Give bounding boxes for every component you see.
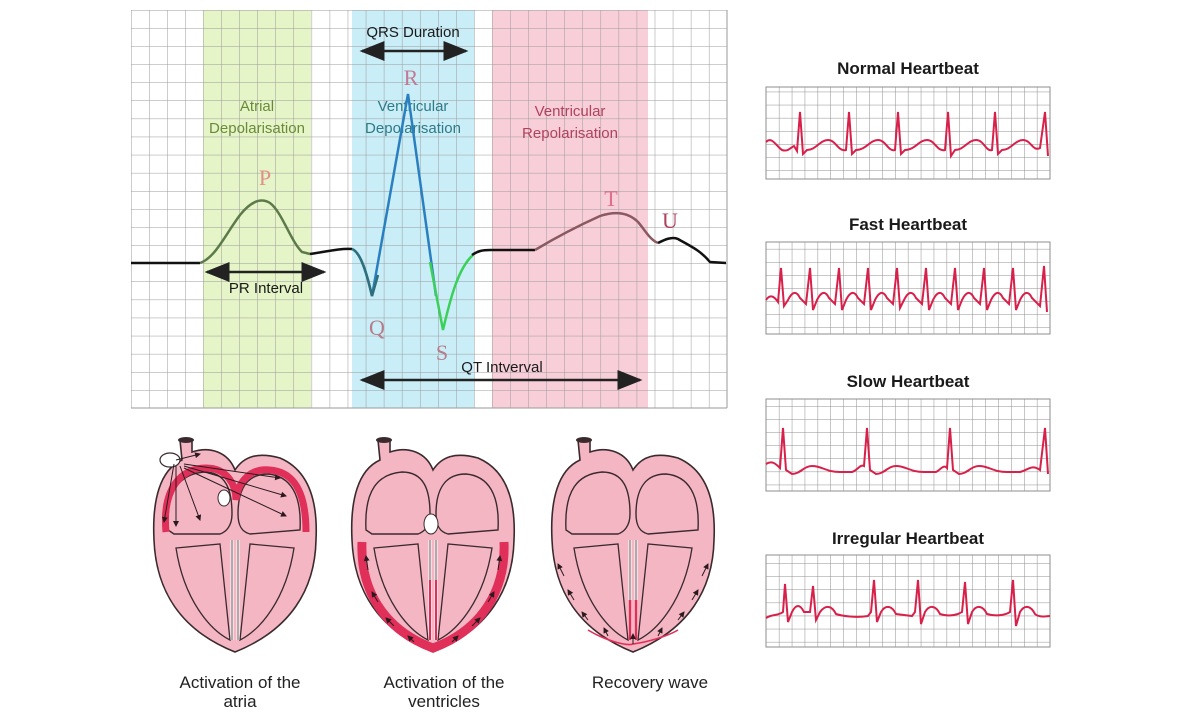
ventricular-depol-label-line1: Ventricular bbox=[378, 98, 449, 115]
strip-title-fast: Fast Heartbeat bbox=[848, 215, 968, 234]
strip-irregular-heartbeat bbox=[765, 554, 1051, 648]
caption-ventricles-line1: Activation of the bbox=[383, 673, 505, 692]
pr-segment-trace bbox=[309, 247, 353, 256]
r-wave-label: R bbox=[404, 65, 419, 90]
slow-heartbeat-trace bbox=[765, 427, 1049, 476]
strip-title-normal: Normal Heartbeat bbox=[837, 59, 979, 78]
u-wave-label: U bbox=[662, 208, 678, 233]
ecg-grid bbox=[131, 10, 727, 408]
s-wave-label: S bbox=[436, 340, 448, 365]
pr-interval-label: PR Interval bbox=[229, 280, 303, 297]
t-wave-trace bbox=[534, 211, 659, 252]
irregular-heartbeat-trace bbox=[765, 579, 1051, 627]
qt-interval-label: QT Intverval bbox=[461, 359, 542, 376]
strip-title-slow: Slow Heartbeat bbox=[846, 372, 970, 391]
caption-ventricles-activation: Activation of the ventricles bbox=[354, 673, 534, 711]
caption-recovery-line1: Recovery wave bbox=[591, 673, 709, 692]
heart-atria-activation bbox=[152, 435, 318, 654]
strip-fast-heartbeat bbox=[765, 241, 1051, 335]
caption-atria-line1: Activation of the bbox=[179, 673, 301, 692]
q-dip-trace bbox=[351, 247, 380, 297]
strip-title-irregular: Irregular Heartbeat bbox=[831, 529, 985, 548]
normal-heartbeat-trace bbox=[765, 111, 1049, 159]
p-wave-label: P bbox=[259, 165, 271, 190]
ecg-waveform-diagram: Atrial Depolarisation Ventricular Depola… bbox=[131, 10, 728, 409]
caption-ventricles-line2: ventricles bbox=[408, 692, 480, 711]
heart-ventricles-activation bbox=[350, 435, 516, 654]
q-wave-label: Q bbox=[369, 315, 385, 340]
qrs-duration-label: QRS Duration bbox=[366, 24, 459, 41]
fast-heartbeat-trace bbox=[765, 265, 1048, 313]
caption-atria-activation: Activation of the atria bbox=[150, 673, 330, 711]
caption-atria-line2: atria bbox=[223, 692, 257, 711]
heart-recovery-wave bbox=[550, 435, 716, 654]
atrial-label-line1: Atrial bbox=[240, 98, 274, 115]
ventricular-repol-label-line2: Repolarisation bbox=[522, 125, 618, 142]
u-wave-trace bbox=[657, 236, 727, 265]
caption-recovery-wave: Recovery wave bbox=[560, 673, 740, 692]
st-segment-trace bbox=[471, 248, 535, 257]
p-wave-trace bbox=[199, 199, 311, 265]
strip-normal-heartbeat bbox=[765, 86, 1051, 180]
strip-slow-heartbeat bbox=[765, 398, 1051, 492]
ventricular-repol-label-line1: Ventricular bbox=[535, 103, 606, 120]
t-wave-label: T bbox=[604, 186, 618, 211]
heart-conduction-illustrations bbox=[152, 435, 716, 654]
atrial-label-line2: Depolarisation bbox=[209, 120, 305, 137]
s-wave-trace bbox=[428, 254, 474, 331]
